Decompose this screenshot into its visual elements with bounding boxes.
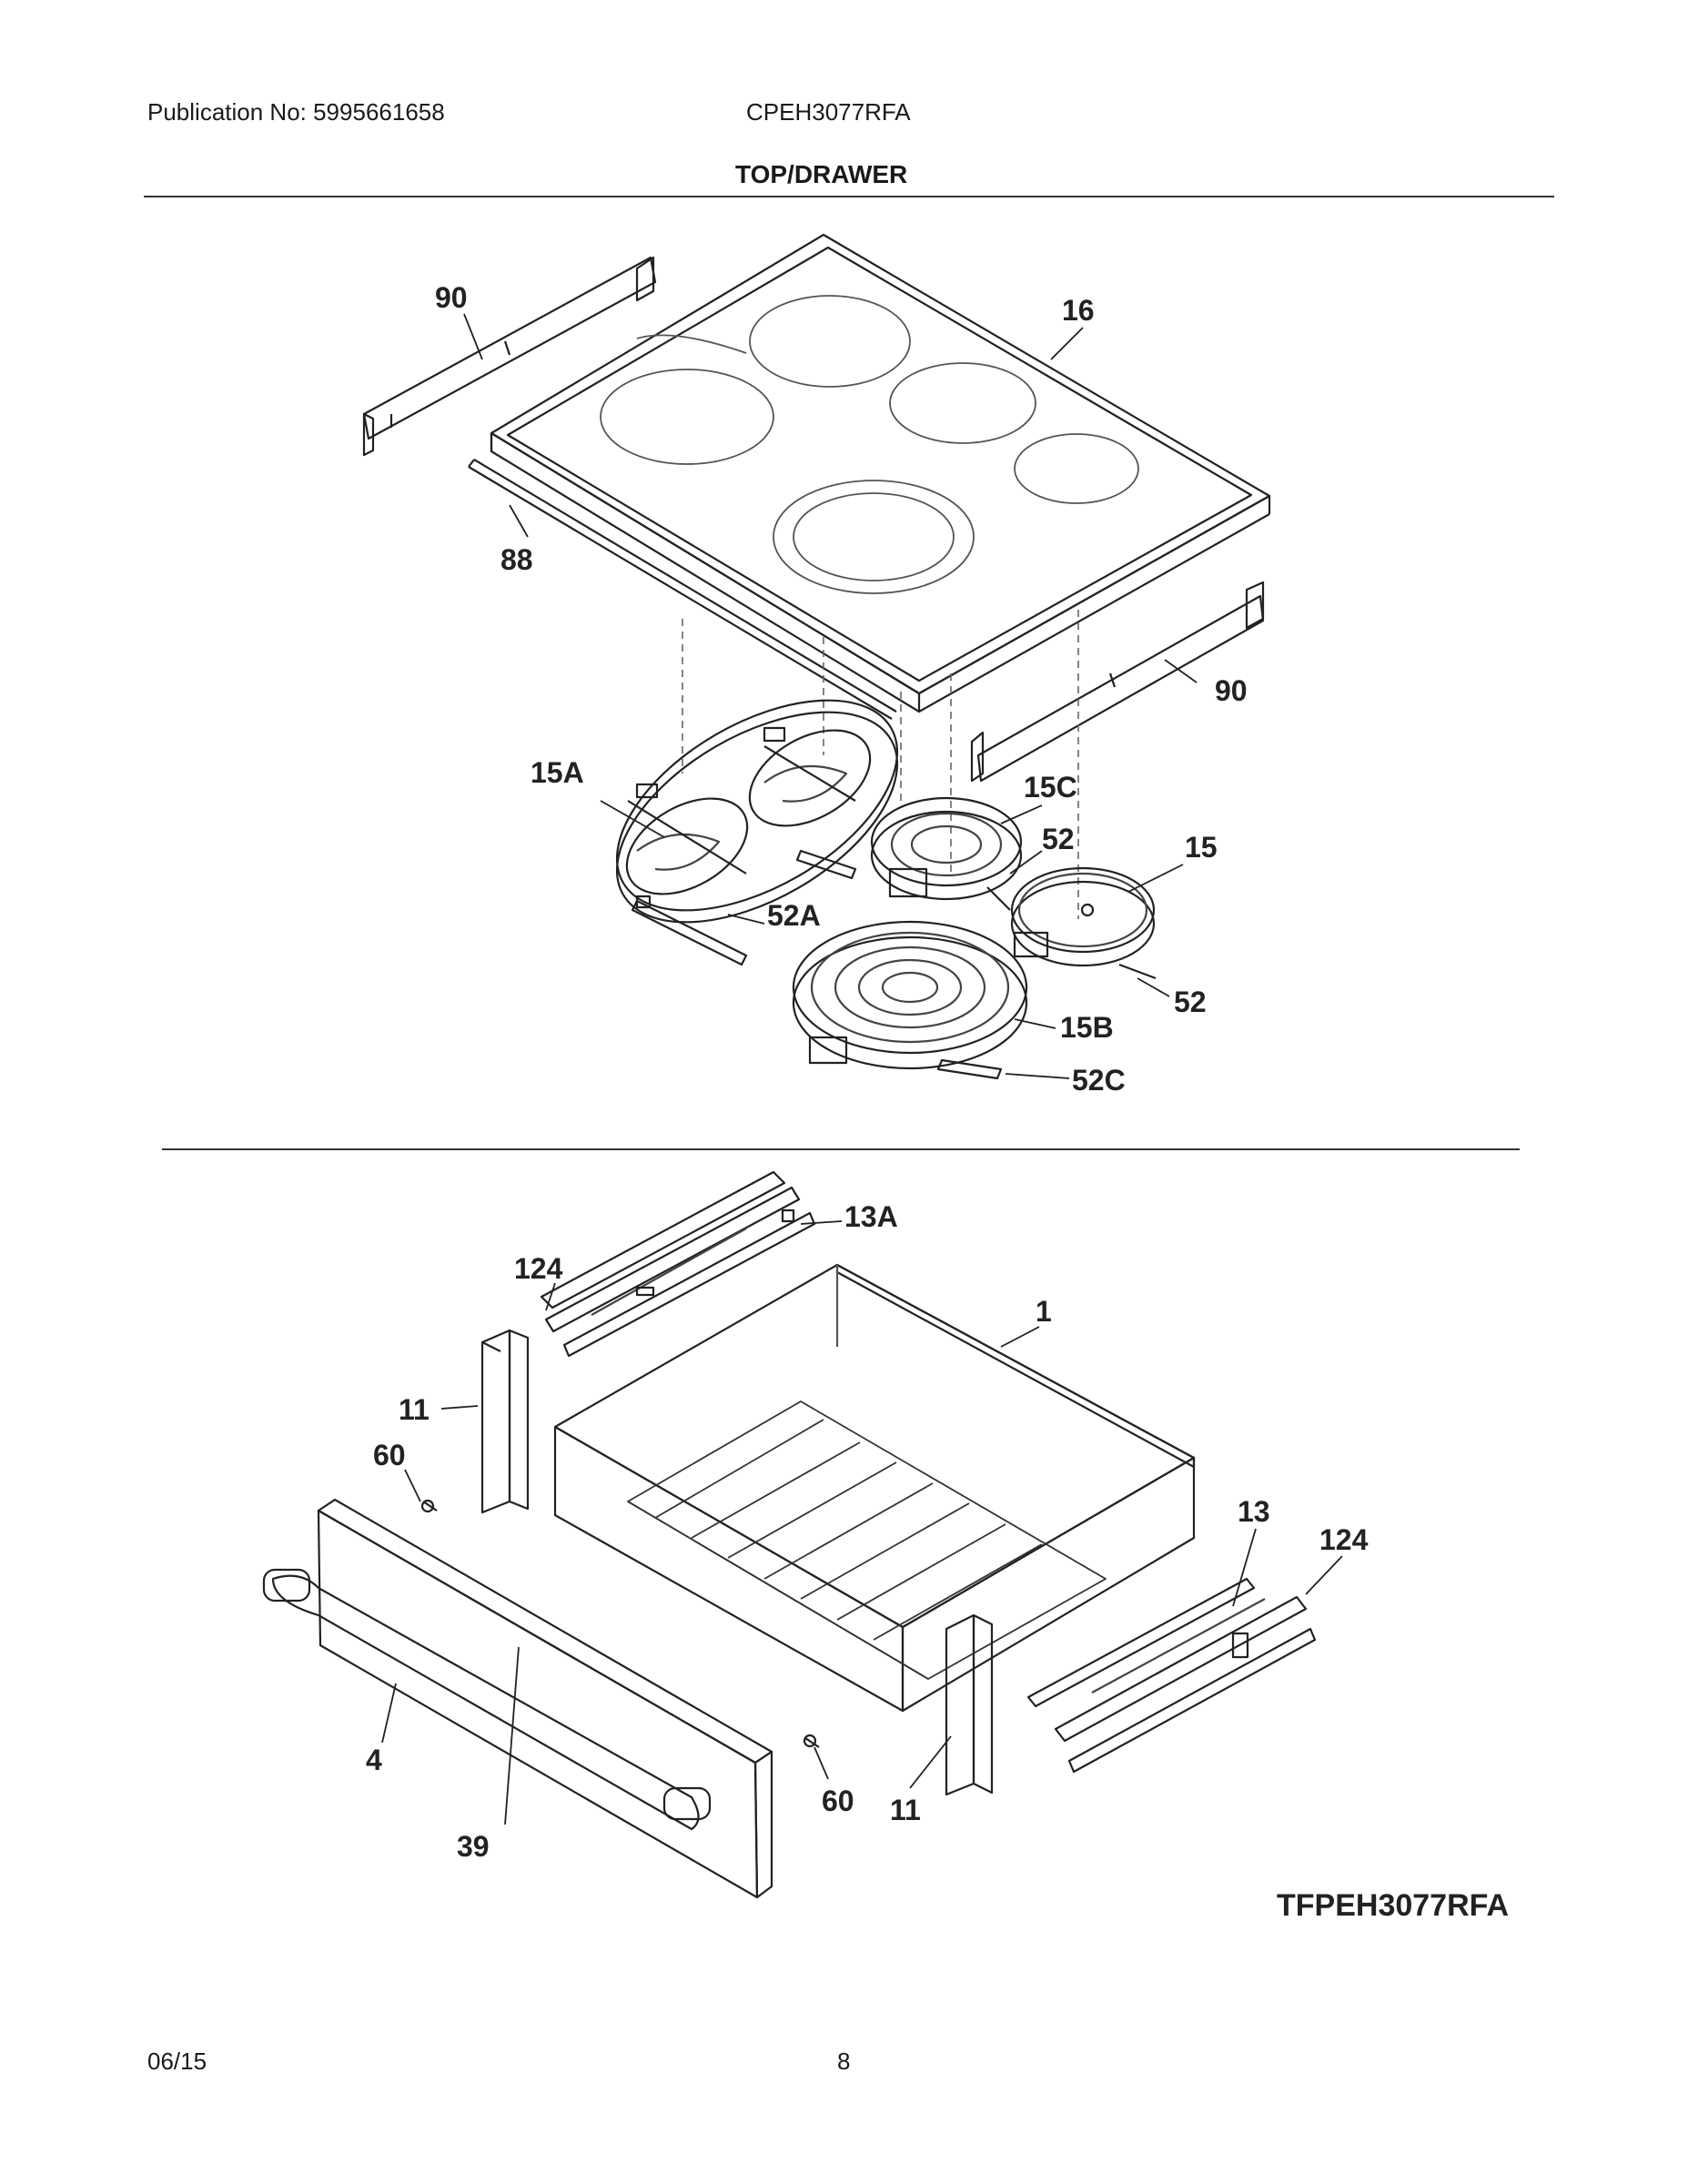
drawer-handle: [262, 1568, 712, 1831]
cooktop-glass: [490, 233, 1271, 713]
callout-124-lower: 124: [1319, 1523, 1369, 1556]
radiant-element-15b: [792, 920, 1028, 1080]
screw-left: [420, 1499, 438, 1513]
bottom-leader-lines: [381, 1220, 1343, 1825]
callout-11-right: 11: [890, 1794, 921, 1826]
drawer-front-panel: [317, 1498, 773, 1899]
callout-39: 39: [457, 1830, 490, 1863]
radiant-element-15c: [870, 796, 1023, 911]
header-divider: [144, 196, 1554, 197]
section-divider: [162, 1148, 1520, 1150]
front-trim-strip: [468, 459, 897, 720]
callout-13: 13: [1238, 1495, 1270, 1528]
callout-52c: 52C: [1072, 1064, 1126, 1097]
model-number: CPEH3077RFA: [746, 98, 911, 126]
callout-15a: 15A: [531, 756, 584, 789]
callout-90-lower: 90: [1215, 674, 1248, 707]
callout-13a: 13A: [844, 1200, 898, 1233]
callout-4: 4: [366, 1744, 382, 1776]
element-strap-52a: [631, 849, 857, 966]
section-title: TOP/DRAWER: [735, 160, 908, 188]
drawer-slide-left: [540, 1170, 816, 1358]
dual-radiant-element-15a: [615, 699, 899, 924]
screw-right: [803, 1734, 820, 1748]
callout-15: 15: [1185, 831, 1218, 864]
callout-52-lower: 52: [1174, 986, 1207, 1018]
callout-11-left: 11: [399, 1393, 430, 1426]
top-leader-lines: [463, 313, 1198, 1079]
diagram-code: TFPEH3077RFA: [1277, 1888, 1509, 1923]
drawer-slide-right: [1026, 1577, 1317, 1774]
page-number: 8: [837, 2048, 851, 2075]
callout-labels: 90 16 88 90 15A 15C 52 15 52A 52 15B 52C…: [366, 281, 1509, 1923]
callout-15b: 15B: [1060, 1011, 1114, 1044]
callout-1: 1: [1036, 1295, 1052, 1328]
callout-16: 16: [1062, 294, 1095, 327]
radiant-element-15: [1010, 866, 1157, 980]
footer-date: 06/15: [147, 2048, 207, 2075]
drawer-side-bracket-right: [945, 1613, 994, 1796]
callout-52a: 52A: [767, 899, 821, 932]
callout-88: 88: [500, 543, 533, 576]
drawer-side-bracket-left: [480, 1329, 530, 1514]
rear-bracket-right: [970, 581, 1265, 783]
callout-15c: 15C: [1024, 771, 1077, 804]
callout-52-upper: 52: [1042, 823, 1075, 855]
callout-60-left: 60: [373, 1439, 406, 1471]
callout-124-upper: 124: [514, 1252, 563, 1285]
warming-drawer-body: [553, 1263, 1196, 1713]
callout-90-upper: 90: [435, 281, 468, 314]
callout-60-right: 60: [822, 1785, 854, 1817]
rear-bracket-left: [362, 256, 657, 457]
publication-number: Publication No: 5995661658: [147, 98, 445, 126]
